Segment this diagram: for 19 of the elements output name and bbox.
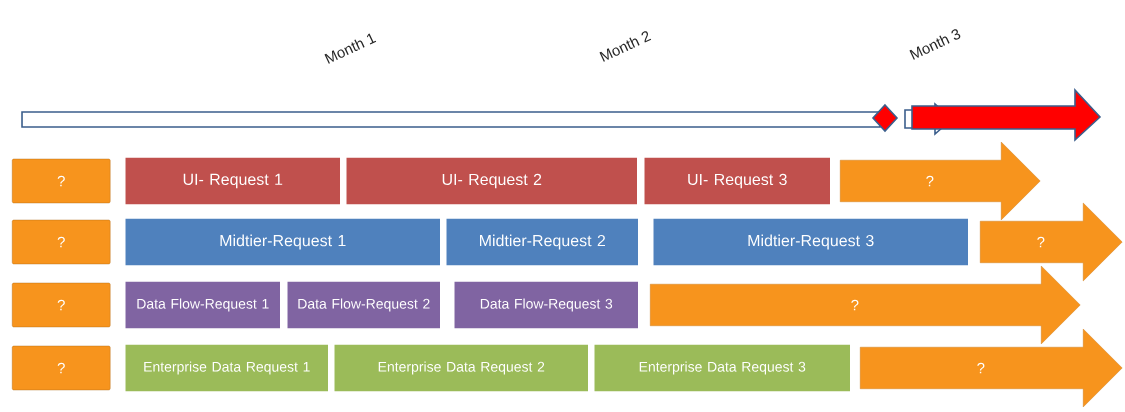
month-label: Month 3 (909, 29, 961, 60)
request-box: UI- Request 2 (345, 156, 639, 206)
request-box: Data Flow-Request 2 (286, 280, 442, 330)
request-box: Midtier-Request 1 (124, 217, 442, 267)
question-box: ? (12, 158, 111, 204)
question-box: ? (12, 219, 111, 265)
request-box: Data Flow-Request 3 (453, 280, 640, 330)
request-box: Midtier-Request 3 (652, 217, 970, 267)
request-box: UI- Request 1 (124, 156, 342, 206)
request-box: Midtier-Request 2 (445, 217, 640, 267)
question-box: ? (12, 345, 111, 391)
month-label: Month 1 (324, 33, 377, 64)
month-label: Month 2 (599, 31, 652, 62)
request-box: Enterprise Data Request 1 (124, 343, 330, 393)
request-box: Enterprise Data Request 2 (333, 343, 590, 393)
question-box: ? (12, 282, 111, 328)
request-box: Enterprise Data Request 3 (593, 343, 852, 393)
request-box: Data Flow-Request 1 (124, 280, 282, 330)
request-box: UI- Request 3 (643, 156, 832, 206)
